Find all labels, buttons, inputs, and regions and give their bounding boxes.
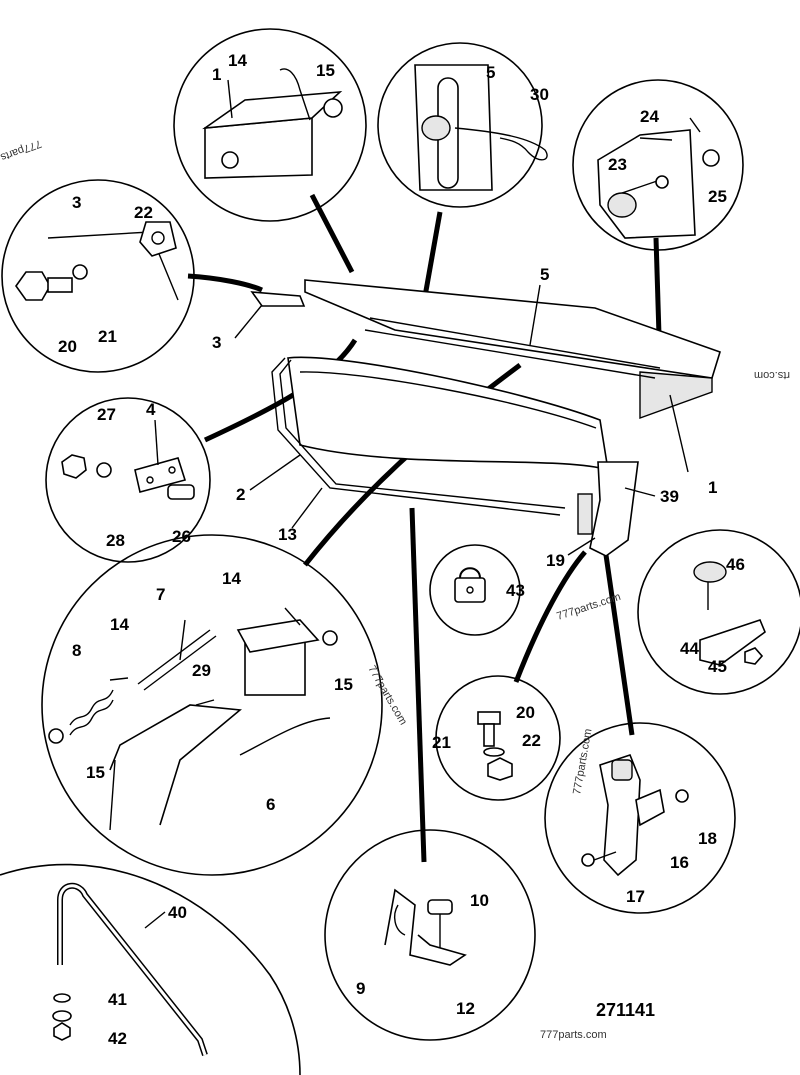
callout-41: 41 xyxy=(108,990,127,1009)
detail-circle-clip xyxy=(377,42,548,208)
callout-1: 1 xyxy=(708,478,717,497)
rail-end-bracket xyxy=(639,371,713,419)
callout-45: 45 xyxy=(708,657,727,676)
callout-4: 4 xyxy=(146,400,156,419)
shroud xyxy=(287,356,609,472)
callout-46: 46 xyxy=(726,555,745,574)
watermark: 777parts.com xyxy=(365,664,409,728)
callout-24: 24 xyxy=(640,107,659,126)
callout-7: 7 xyxy=(156,585,165,604)
callout-1: 1 xyxy=(212,65,221,84)
callout-16: 16 xyxy=(670,853,689,872)
callout-15: 15 xyxy=(86,763,105,782)
callout-3: 3 xyxy=(72,193,81,212)
callout-43: 43 xyxy=(506,581,525,600)
detail-circle-hook xyxy=(324,829,536,1041)
detail-circle-latch xyxy=(544,722,736,914)
callout-30: 30 xyxy=(530,85,549,104)
main-assembly xyxy=(234,279,721,557)
callout-23: 23 xyxy=(608,155,627,174)
mount-bracket xyxy=(250,291,306,307)
detail-circle-fastener xyxy=(435,675,561,801)
latch-bracket xyxy=(589,461,639,557)
callout-5: 5 xyxy=(540,265,549,284)
callout-25: 25 xyxy=(708,187,727,206)
watermark: 777parts xyxy=(0,137,43,163)
callout-21: 21 xyxy=(432,733,451,752)
callout-9: 9 xyxy=(356,979,365,998)
callout-22: 22 xyxy=(134,203,153,222)
detail-circle-padlock xyxy=(429,544,521,636)
detail-circle-pin xyxy=(173,28,367,222)
callout-labels: 1 14 15 5 30 24 23 25 3 22 20 21 3 5 1 2… xyxy=(58,51,745,1048)
callout-14: 14 xyxy=(222,569,241,588)
callout-42: 42 xyxy=(108,1029,127,1048)
callout-21: 21 xyxy=(98,327,117,346)
callout-3: 3 xyxy=(212,333,221,352)
callout-17: 17 xyxy=(626,887,645,906)
detail-arc-handle xyxy=(0,863,301,1075)
callout-2: 2 xyxy=(236,485,245,504)
callout-20: 20 xyxy=(516,703,535,722)
callout-40: 40 xyxy=(168,903,187,922)
callout-14: 14 xyxy=(110,615,129,634)
callout-15: 15 xyxy=(316,61,335,80)
detail-circle-plate xyxy=(45,397,211,563)
latch-body xyxy=(577,493,593,535)
diagram-number: 271141 xyxy=(596,1000,655,1020)
callout-18: 18 xyxy=(698,829,717,848)
detail-circle-spring xyxy=(41,534,383,876)
callout-39: 39 xyxy=(660,487,679,506)
callout-44: 44 xyxy=(680,639,699,658)
callout-8: 8 xyxy=(72,641,81,660)
callout-10: 10 xyxy=(470,891,489,910)
callout-13: 13 xyxy=(278,525,297,544)
callout-12: 12 xyxy=(456,999,475,1018)
callout-26: 26 xyxy=(172,527,191,546)
callout-22: 22 xyxy=(522,731,541,750)
detail-circle-bolt xyxy=(1,179,195,373)
detail-circle-pivot xyxy=(572,79,744,251)
callout-6: 6 xyxy=(266,795,275,814)
callout-28: 28 xyxy=(106,531,125,550)
watermark: rts.com xyxy=(754,369,790,381)
detail-circle-clamp xyxy=(637,529,800,695)
watermark: 777parts.com xyxy=(571,728,594,796)
callout-15: 15 xyxy=(334,675,353,694)
callout-5: 5 xyxy=(486,63,495,82)
callout-19: 19 xyxy=(546,551,565,570)
callout-27: 27 xyxy=(97,405,116,424)
frame-bar xyxy=(271,357,561,516)
watermark: 777parts.com xyxy=(540,1029,607,1041)
callout-14: 14 xyxy=(228,51,247,70)
callout-20: 20 xyxy=(58,337,77,356)
callout-29: 29 xyxy=(192,661,211,680)
